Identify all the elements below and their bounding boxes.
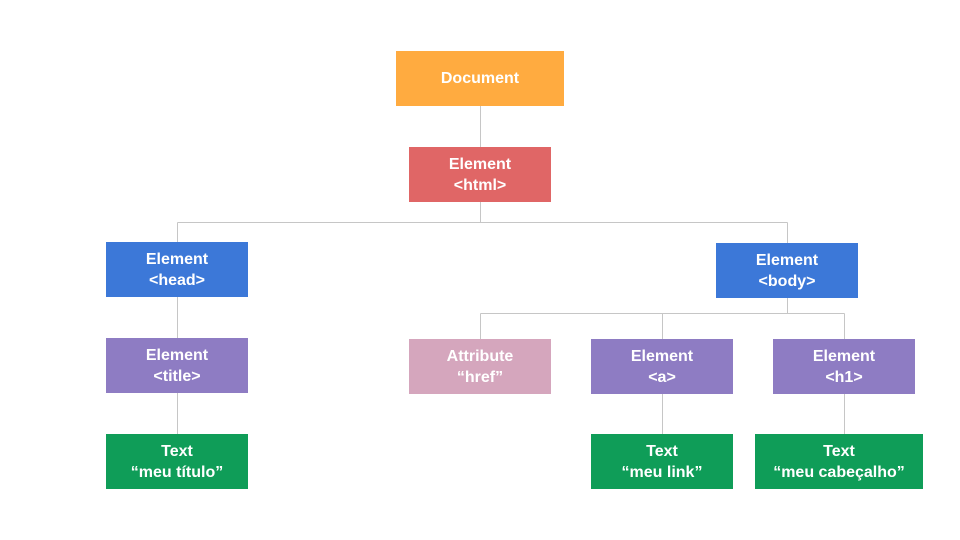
head-node-type: Element	[145, 250, 209, 268]
link-text-node: Text “meu link”	[591, 434, 733, 489]
title-element-node: Element <title>	[106, 338, 248, 393]
a-node-tag: <a>	[648, 368, 676, 386]
title-text-type: Text	[161, 442, 193, 460]
html-node-type: Element	[448, 155, 512, 173]
href-node-type: Attribute	[446, 347, 514, 365]
title-node-tag: <title>	[153, 367, 201, 385]
head-element-node: Element <head>	[106, 242, 248, 297]
h1-node-type: Element	[812, 347, 876, 365]
heading-text-node: Text “meu cabeçalho”	[755, 434, 923, 489]
document-node: Document	[396, 51, 564, 106]
h1-element-node: Element <h1>	[773, 339, 915, 394]
document-node-label: Document	[440, 70, 520, 87]
a-node-type: Element	[630, 347, 694, 365]
html-element-node: Element <html>	[409, 147, 551, 202]
body-node-tag: <body>	[758, 272, 816, 290]
href-node-name: “href”	[456, 368, 504, 386]
html-node-tag: <html>	[453, 176, 507, 194]
heading-text-type: Text	[823, 442, 855, 460]
head-node-tag: <head>	[148, 271, 206, 289]
title-node-type: Element	[145, 346, 209, 364]
body-node-type: Element	[755, 251, 819, 269]
heading-text-value: “meu cabeçalho”	[773, 463, 905, 481]
link-text-value: “meu link”	[621, 463, 703, 481]
a-element-node: Element <a>	[591, 339, 733, 394]
h1-node-tag: <h1>	[825, 368, 863, 386]
href-attribute-node: Attribute “href”	[409, 339, 551, 394]
link-text-type: Text	[646, 442, 678, 460]
body-element-node: Element <body>	[716, 243, 858, 298]
title-text-node: Text “meu título”	[106, 434, 248, 489]
title-text-value: “meu título”	[130, 463, 224, 481]
